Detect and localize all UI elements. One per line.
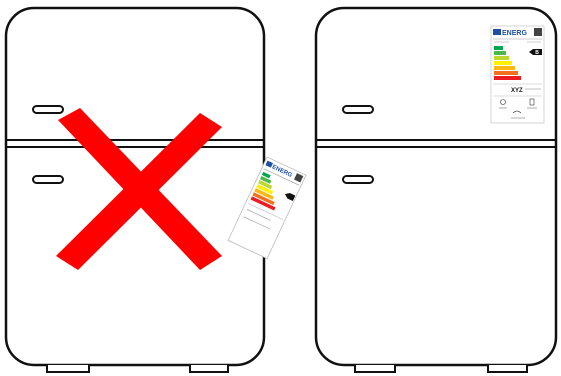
attached-energy-label: ENERG B XYZ — [491, 26, 544, 123]
left-fridge-upper-handle — [33, 106, 63, 113]
energy-label-title: ENERG — [502, 30, 527, 37]
right-fridge-foot — [355, 365, 395, 372]
left-fridge-lower-handle — [33, 176, 63, 183]
right-fridge-lower-handle — [343, 176, 373, 183]
qr-code-icon — [534, 28, 542, 36]
supplier-name: XYZ — [511, 88, 523, 94]
left-fridge-foot — [47, 365, 89, 372]
left-fridge-foot — [190, 365, 228, 372]
right-fridge-foot — [488, 365, 527, 372]
energy-class-letter: B — [535, 50, 539, 56]
right-fridge-upper-handle — [343, 106, 373, 113]
